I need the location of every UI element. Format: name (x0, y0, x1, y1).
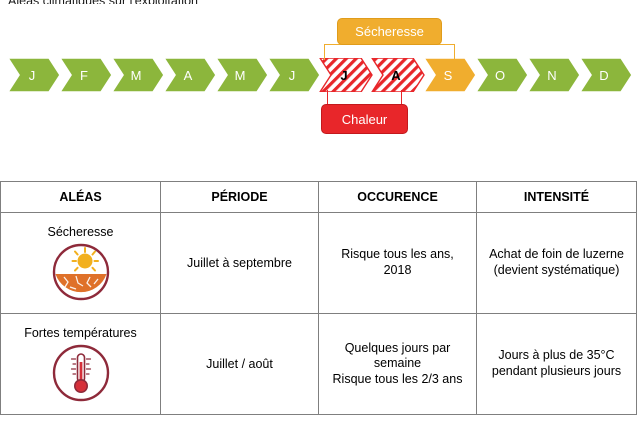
timeline-month-label: J (288, 67, 296, 83)
heat-callout[interactable]: Chaleur (321, 104, 408, 134)
intensite-cell: Achat de foin de luzerne (devient systém… (476, 212, 637, 314)
table-header-row: ALÉAS PÉRIODE OCCURENCE INTENSITÉ (0, 181, 637, 213)
alea-cell-drought: Sécheresse (0, 212, 161, 314)
timeline-month-label: M (130, 67, 142, 83)
intensite-line: (devient systématique) (493, 263, 620, 277)
timeline-month-label: D (599, 67, 609, 83)
drought-bracket (324, 44, 455, 60)
intensite-cell: Jours à plus de 35°C pendant plusieurs j… (476, 313, 637, 415)
drought-callout[interactable]: Sécheresse (337, 18, 442, 45)
occurence-cell: Quelques jours par semaine Risque tous l… (318, 313, 477, 415)
occurence-line: Risque tous les 2/3 ans (332, 371, 463, 386)
occurence-line: semaine (373, 356, 422, 371)
occurence-cell: Risque tous les ans, 2018 (318, 212, 477, 314)
intensite-line: Achat de foin de luzerne (489, 247, 624, 262)
timeline-svg (6, 57, 633, 93)
timeline-month-label: O (494, 67, 506, 83)
timeline-month-label: A (183, 67, 193, 83)
occurence-line: Risque tous les ans, (341, 247, 454, 262)
periode-cell: Juillet / août (160, 313, 319, 415)
thermometer-icon (5, 344, 156, 402)
alea-label: Fortes températures (24, 326, 137, 340)
intensite-line: pendant plusieurs jours (491, 364, 622, 378)
header-occurence: OCCURENCE (318, 181, 477, 213)
timeline-month-label: F (80, 67, 88, 83)
timeline-month-label: J (28, 67, 36, 83)
aleas-table-wrap: ALÉAS PÉRIODE OCCURENCE INTENSITÉ Sécher… (0, 181, 640, 415)
occurence-line: 2018 (383, 263, 412, 277)
timeline-month-label: S (443, 67, 453, 83)
header-intensite: INTENSITÉ (476, 181, 637, 213)
occurence-line: Quelques jours par (344, 340, 451, 355)
timeline-month-label: J (340, 67, 348, 83)
timeline-month-label: N (547, 67, 557, 83)
aleas-table: ALÉAS PÉRIODE OCCURENCE INTENSITÉ Sécher… (0, 181, 637, 415)
table-row: Fortes températures (0, 313, 637, 415)
header-aleas: ALÉAS (0, 181, 161, 213)
sun-dry-ground-icon (5, 243, 156, 301)
alea-cell-heat: Fortes températures (0, 313, 161, 415)
timeline-month-label: A (391, 67, 401, 83)
page-title: Aléas climatiques sur l'exploitation (8, 0, 198, 4)
header-periode: PÉRIODE (160, 181, 319, 213)
periode-cell: Juillet à septembre (160, 212, 319, 314)
intensite-line: Jours à plus de 35°C (498, 348, 615, 363)
alea-label: Sécheresse (47, 225, 114, 239)
table-row: Sécheresse (0, 212, 637, 314)
timeline-month-label: M (234, 67, 246, 83)
